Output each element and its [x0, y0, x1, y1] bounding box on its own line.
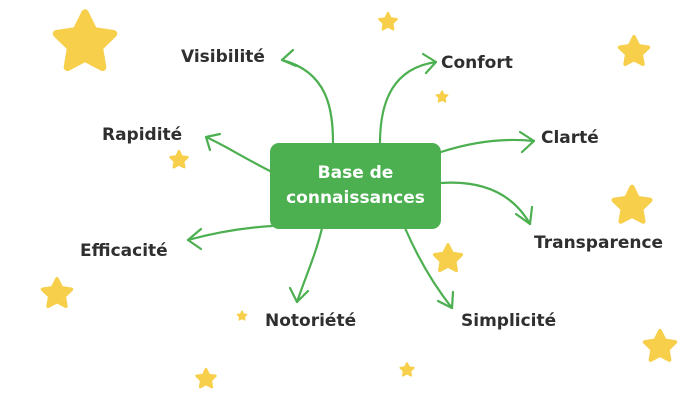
star-icon	[432, 243, 464, 273]
stars	[40, 9, 678, 389]
label-rapidite: Rapidité	[102, 125, 183, 145]
arrow-confort	[378, 52, 438, 145]
star-icon	[236, 310, 248, 321]
label-clarte: Clarté	[541, 128, 599, 148]
star-icon	[195, 367, 217, 389]
star-icon	[52, 9, 118, 72]
arrow-visibilite	[280, 48, 335, 145]
arrow-efficacite	[186, 224, 274, 251]
label-transparence: Transparence	[534, 233, 664, 253]
label-efficacite: Efficacité	[80, 241, 168, 261]
arrow-notoriete	[288, 226, 324, 304]
label-notoriete: Notoriété	[265, 311, 357, 331]
arrow-simplicite	[403, 226, 455, 310]
label-confort: Confort	[441, 53, 513, 73]
label-visibilite: Visibilité	[181, 47, 265, 67]
center-node: Base de connaissances	[270, 143, 441, 229]
star-icon	[617, 35, 651, 66]
star-icon	[435, 90, 449, 103]
arrow-clarte	[439, 130, 536, 154]
star-icon	[642, 329, 678, 362]
star-icon	[378, 11, 398, 31]
star-icon	[40, 277, 74, 308]
star-icon	[399, 362, 415, 377]
star-icon	[611, 184, 653, 224]
arrow-transparence	[439, 181, 534, 226]
label-simplicite: Simplicité	[461, 311, 557, 331]
center-title-line1: Base de	[317, 163, 394, 183]
star-icon	[169, 149, 189, 169]
arrow-rapidite	[204, 132, 274, 174]
center-title-line2: connaissances	[286, 188, 425, 208]
